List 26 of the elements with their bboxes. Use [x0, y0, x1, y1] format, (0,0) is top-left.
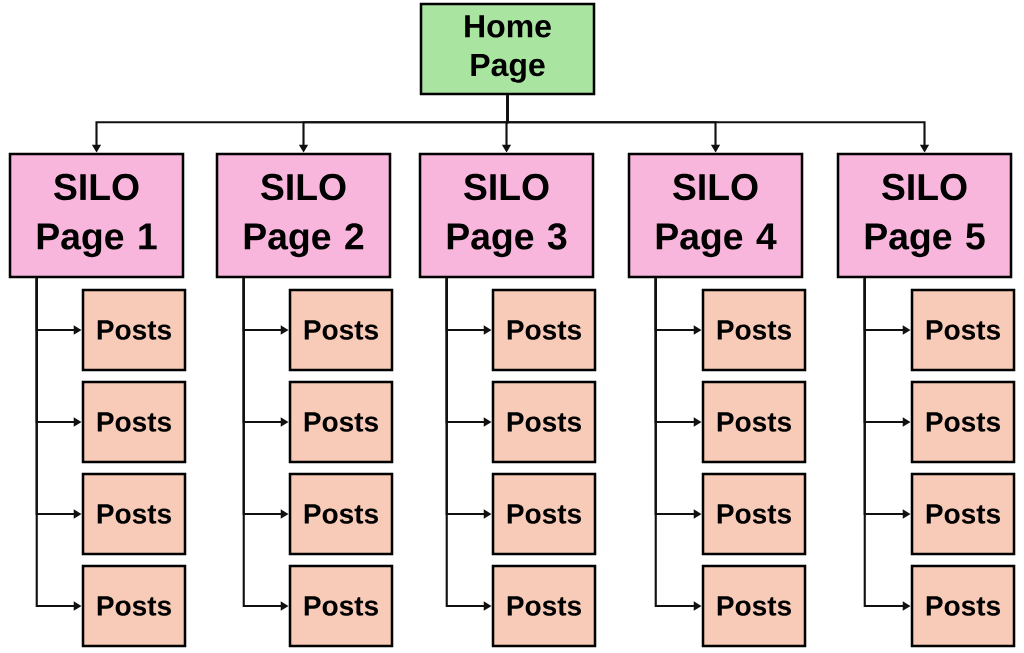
posts-box: Posts: [701, 564, 807, 648]
posts-box: Posts: [910, 472, 1016, 556]
posts-box: Posts: [491, 472, 597, 556]
posts-box: Posts: [701, 472, 807, 556]
posts-box: Posts: [491, 380, 597, 464]
silo-page-box: SILO Page 4: [627, 152, 804, 279]
posts-box: Posts: [81, 472, 187, 556]
posts-box: Posts: [701, 288, 807, 372]
posts-box: Posts: [910, 380, 1016, 464]
posts-box: Posts: [81, 380, 187, 464]
posts-box: Posts: [288, 564, 394, 648]
posts-box: Posts: [81, 288, 187, 372]
home-page-box: Home Page: [419, 2, 596, 96]
silo-page-box: SILO Page 1: [8, 152, 185, 279]
posts-box: Posts: [288, 380, 394, 464]
posts-box: Posts: [491, 564, 597, 648]
silo-page-box: SILO Page 3: [418, 152, 595, 279]
posts-box: Posts: [701, 380, 807, 464]
posts-box: Posts: [81, 564, 187, 648]
posts-box: Posts: [288, 288, 394, 372]
posts-box: Posts: [288, 472, 394, 556]
posts-box: Posts: [910, 564, 1016, 648]
silo-page-box: SILO Page 2: [215, 152, 392, 279]
posts-box: Posts: [910, 288, 1016, 372]
silo-page-box: SILO Page 5: [836, 152, 1013, 279]
posts-box: Posts: [491, 288, 597, 372]
